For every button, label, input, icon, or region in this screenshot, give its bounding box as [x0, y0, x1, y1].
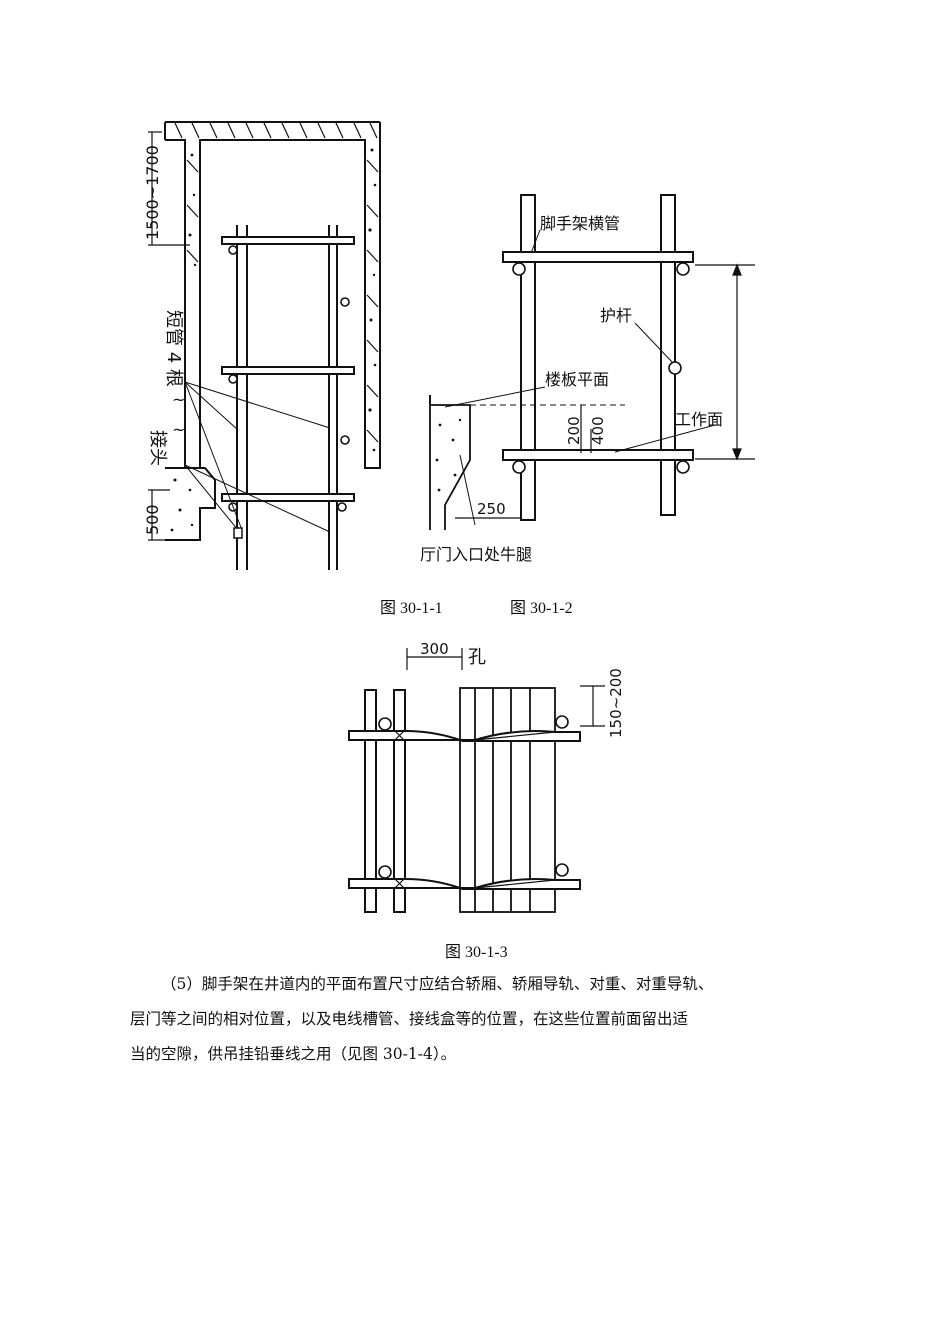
figure-30-1-3: 300 孔: [348, 640, 625, 913]
fig2-leaders: [444, 229, 716, 526]
dim-line-bottom: [148, 489, 170, 541]
shaft-wall: [164, 121, 381, 469]
fig3-wire-ties: [393, 729, 556, 890]
fig2-small-dims: [580, 405, 592, 453]
caption-fig-30-1-2: 图 30-1-2: [510, 600, 573, 617]
dim-1500-1700: 1500~1700: [143, 145, 162, 240]
label-crossbar: 脚手架横管: [540, 214, 620, 233]
figure-30-1-1: 1500~1700 短管 4 根 接头 ~ ~ 500: [143, 121, 381, 570]
fig2-crossbars: [502, 251, 694, 461]
tilde-1: ~: [172, 390, 185, 409]
caption-fig-30-1-3: 图 30-1-3: [445, 944, 508, 961]
fig3-clamps: [378, 715, 569, 879]
wall-aggregate: [188, 148, 377, 452]
label-joint: 接头: [147, 430, 168, 466]
dim-500: 500: [143, 504, 162, 535]
fig3-planks: [459, 687, 556, 913]
label-short-pipes: 短管 4 根: [163, 310, 184, 387]
scaffold-crossbars: [221, 236, 355, 502]
fig3-verticals: [364, 689, 406, 913]
fig2-verticals: [520, 194, 676, 521]
label-hole: 孔: [468, 647, 486, 668]
corbel-aggregate: [170, 478, 194, 532]
paragraph-line-2: 层门等之间的相对位置，以及电线槽管、接线盒等的位置，在这些位置前面留出适: [130, 1010, 689, 1028]
paragraph-line-1: （5）脚手架在井道内的平面布置尺寸应结合轿厢、轿厢导轨、对重、对重导轨、: [161, 975, 714, 993]
fig2-clamps: [512, 262, 690, 474]
dim-200: 200: [565, 416, 583, 445]
caption-fig-30-1-1: 图 30-1-1: [380, 600, 443, 617]
dim-300: 300: [420, 640, 449, 658]
paragraph-line-3: 当的空隙，供吊挂铅垂线之用（见图 30-1-4）。: [130, 1045, 457, 1063]
dim-400: 400: [589, 416, 607, 445]
label-guard: 护杆: [600, 306, 632, 325]
fig2-corbel: [429, 395, 471, 530]
label-floor: 楼板平面: [545, 370, 609, 389]
corbel: [165, 467, 216, 541]
fig2-right-dim: [695, 263, 755, 461]
fig3-right-dim: [580, 685, 605, 727]
label-corbel: 厅门入口处牛腿: [420, 545, 532, 564]
tube-clamps: [228, 245, 350, 512]
dim-line-top: [148, 131, 190, 246]
dim-150-200: 150~200: [607, 668, 625, 738]
small-joint-box: [233, 527, 243, 539]
fig2-corbel-dots: [435, 418, 462, 492]
scaffold-verticals: [236, 225, 338, 570]
leader-lines: [184, 381, 331, 533]
body-paragraph: （5）脚手架在井道内的平面布置尺寸应结合轿厢、轿厢导轨、对重、对重导轨、 层门等…: [130, 967, 850, 1072]
dim-250: 250: [477, 500, 506, 518]
label-workface: 工作面: [675, 410, 723, 429]
tilde-2: ~: [172, 420, 185, 439]
wall-hatching: [174, 122, 379, 443]
figure-30-1-2: 200 400 250 脚手架横管 护杆 楼板平面 工作面 厅门入口处牛腿: [420, 194, 755, 564]
fig3-top-dim: [406, 648, 463, 670]
